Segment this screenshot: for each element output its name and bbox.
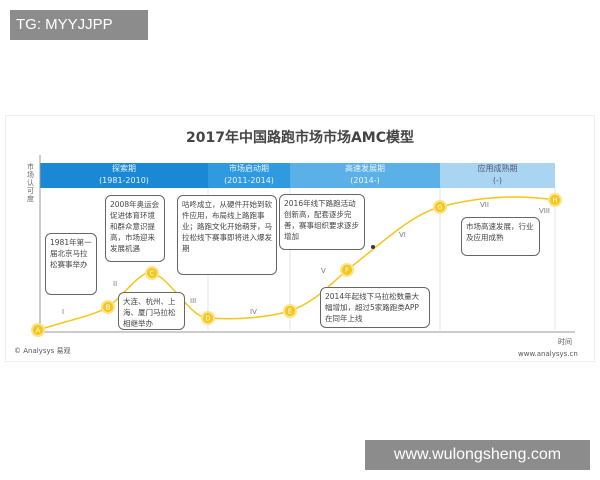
- y-axis-label: 市场认可度: [27, 163, 34, 203]
- phase-mature: 应用成熟期 (-): [440, 163, 555, 188]
- phase-name: 应用成熟期: [477, 164, 518, 173]
- point-label: F: [345, 267, 349, 275]
- curve-marker: [371, 245, 375, 249]
- phase-period: (2014-): [350, 176, 380, 185]
- phase-period: (-): [492, 176, 503, 185]
- point-h: [548, 193, 562, 207]
- callout-1981: 1981年第一届北京马拉松赛事举办: [45, 233, 97, 295]
- callout-2008: 2008年奥运会促进体育环境和群众意识提高，市场迎来发展机遇: [105, 195, 165, 262]
- callout-codoon: 咕咚成立，从硬件开始到软件应用，布局线上路跑事业；路跑文化开始萌芽，马拉松线下赛…: [177, 195, 277, 275]
- stage-label: IV: [250, 308, 257, 316]
- stage-label: VII: [480, 201, 489, 209]
- phase-name: 高速发展期: [345, 164, 385, 173]
- callout-cities: 大连、杭州、上海、厦门马拉松相继举办: [118, 292, 185, 330]
- point-label: C: [150, 270, 155, 278]
- point-f: [340, 263, 354, 277]
- watermark-bottom: www.wulongsheng.com: [365, 440, 590, 470]
- point-label: H: [552, 197, 557, 205]
- point-b: [101, 300, 115, 314]
- point-a: [31, 323, 45, 337]
- point-label: A: [36, 327, 41, 335]
- point-label: D: [205, 315, 210, 323]
- x-axis-label: 时间: [558, 338, 572, 346]
- phase-name: 探索期: [112, 164, 136, 173]
- point-e: [283, 304, 297, 318]
- watermark-top: TG: MYYJJPP: [10, 10, 148, 40]
- point-label: E: [288, 308, 292, 316]
- stage-label: V: [321, 267, 326, 275]
- phase-exploration: 探索期 (1981-2010): [40, 163, 208, 188]
- callout-mature: 市场高速发展，行业及应用成熟: [461, 217, 540, 256]
- stage-label: III: [190, 297, 197, 305]
- phase-period: (2011-2014): [224, 176, 274, 185]
- stage-label: VI: [399, 231, 406, 239]
- phase-startup: 市场启动期 (2011-2014): [208, 163, 290, 188]
- source-label: © Analysys 易观: [14, 347, 71, 355]
- phase-name: 市场启动期: [229, 164, 269, 173]
- point-d: [201, 311, 215, 325]
- website-label: www.analysys.cn: [518, 350, 578, 358]
- callout-2014: 2014年起线下马拉松数量大幅增加，超过5家路跑类APP在同年上线: [320, 287, 430, 328]
- callout-2016: 2016年线下路跑活动创新高，配套逐步完善，赛事组织要求逐步增加: [279, 194, 365, 250]
- stage-label: I: [62, 308, 65, 316]
- phase-growth: 高速发展期 (2014-): [290, 163, 440, 188]
- point-label: B: [106, 304, 111, 312]
- phase-period: (1981-2010): [99, 176, 149, 185]
- stage-label: II: [113, 280, 118, 288]
- point-label: G: [437, 204, 442, 212]
- diagram-title: 2017年中国路跑市场市场AMC模型: [185, 130, 414, 146]
- stage-label: VIII: [539, 207, 550, 215]
- point-c: [145, 266, 159, 280]
- point-g: [433, 200, 447, 214]
